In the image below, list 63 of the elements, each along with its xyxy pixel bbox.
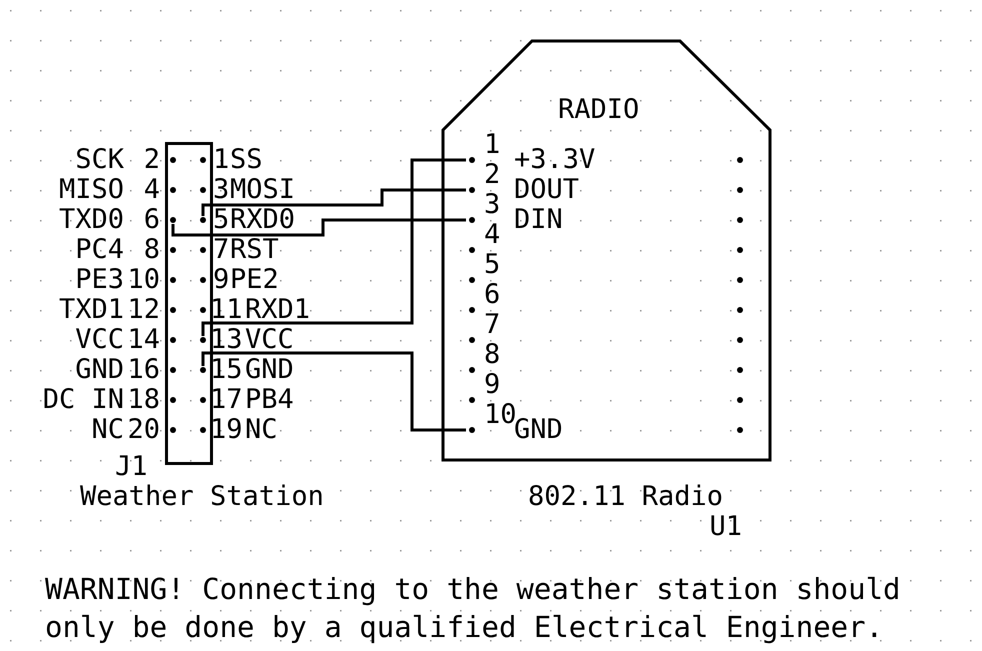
pin-number: 2 — [144, 145, 160, 175]
pin-number: 19 — [210, 415, 243, 445]
pin-number: 1 — [484, 130, 500, 160]
pin-name: TXD0 — [58, 205, 124, 235]
pin-number: 20 — [127, 415, 160, 445]
pin-number: 16 — [127, 355, 160, 385]
pin-name: VCC — [75, 325, 124, 355]
pin-name: GND — [75, 355, 124, 385]
pin-name: PC4 — [75, 235, 124, 265]
pin-name: PE3 — [75, 265, 124, 295]
pin-name: MOSI — [230, 175, 296, 205]
pin-number: 14 — [127, 325, 160, 355]
pin-name: VCC — [245, 325, 294, 355]
pin-number: 4 — [484, 220, 500, 250]
pin-number: 8 — [484, 340, 500, 370]
pin-number: 4 — [144, 175, 160, 205]
wire — [172, 218, 466, 236]
pin-number: 9 — [484, 370, 500, 400]
part-designator: U1 — [709, 512, 742, 542]
pin-number: 5 — [213, 205, 230, 235]
warning-note: WARNING! Connecting to the weather station should only be done by a qualified Electrical Engineer. — [45, 571, 902, 646]
pin-number: 1 — [213, 145, 230, 175]
pin-number: 3 — [484, 190, 500, 220]
pin-name: RXD0 — [230, 205, 296, 235]
pin-number: 7 — [484, 310, 500, 340]
pin-number: 6 — [144, 205, 160, 235]
pin-number: 17 — [210, 385, 243, 415]
pin-name: TXD1 — [58, 295, 124, 325]
pin-name: NC — [245, 415, 278, 445]
pin-name: NC — [91, 415, 124, 445]
part-designator: J1 — [115, 452, 148, 482]
pin-number: 5 — [484, 250, 500, 280]
pin-number: 6 — [484, 280, 500, 310]
pin-name: RXD1 — [245, 295, 310, 325]
pin-number: 10 — [127, 265, 160, 295]
pin-number: 2 — [484, 160, 500, 190]
pin-name: +3.3V — [514, 145, 596, 175]
pin-name: DC IN — [42, 385, 124, 415]
module-title: RADIO — [558, 95, 640, 125]
part-name: 802.11 Radio — [528, 482, 724, 512]
pin-number: 8 — [144, 235, 160, 265]
pin-name: PB4 — [245, 385, 294, 415]
part-name: Weather Station — [80, 482, 324, 512]
pin-name: SS — [230, 145, 263, 175]
pin-number: 15 — [210, 355, 243, 385]
pin-name: PE2 — [230, 265, 279, 295]
pin-number: 3 — [213, 175, 230, 205]
pin-name: GND — [514, 415, 563, 445]
pin-name: RST — [230, 235, 279, 265]
pin-name: MISO — [58, 175, 124, 205]
pin-number: 12 — [127, 295, 160, 325]
pin-name: GND — [245, 355, 294, 385]
pin-number: 11 — [210, 295, 243, 325]
pin-name: DOUT — [514, 175, 580, 205]
pin-name: SCK — [75, 145, 124, 175]
pin-name: DIN — [514, 205, 563, 235]
pin-number: 7 — [213, 235, 230, 265]
wire — [202, 158, 466, 336]
pin-number: 18 — [127, 385, 160, 415]
wire — [202, 188, 466, 216]
pin-number: 9 — [213, 265, 230, 295]
wire — [202, 352, 466, 432]
pin-number: 13 — [210, 325, 243, 355]
